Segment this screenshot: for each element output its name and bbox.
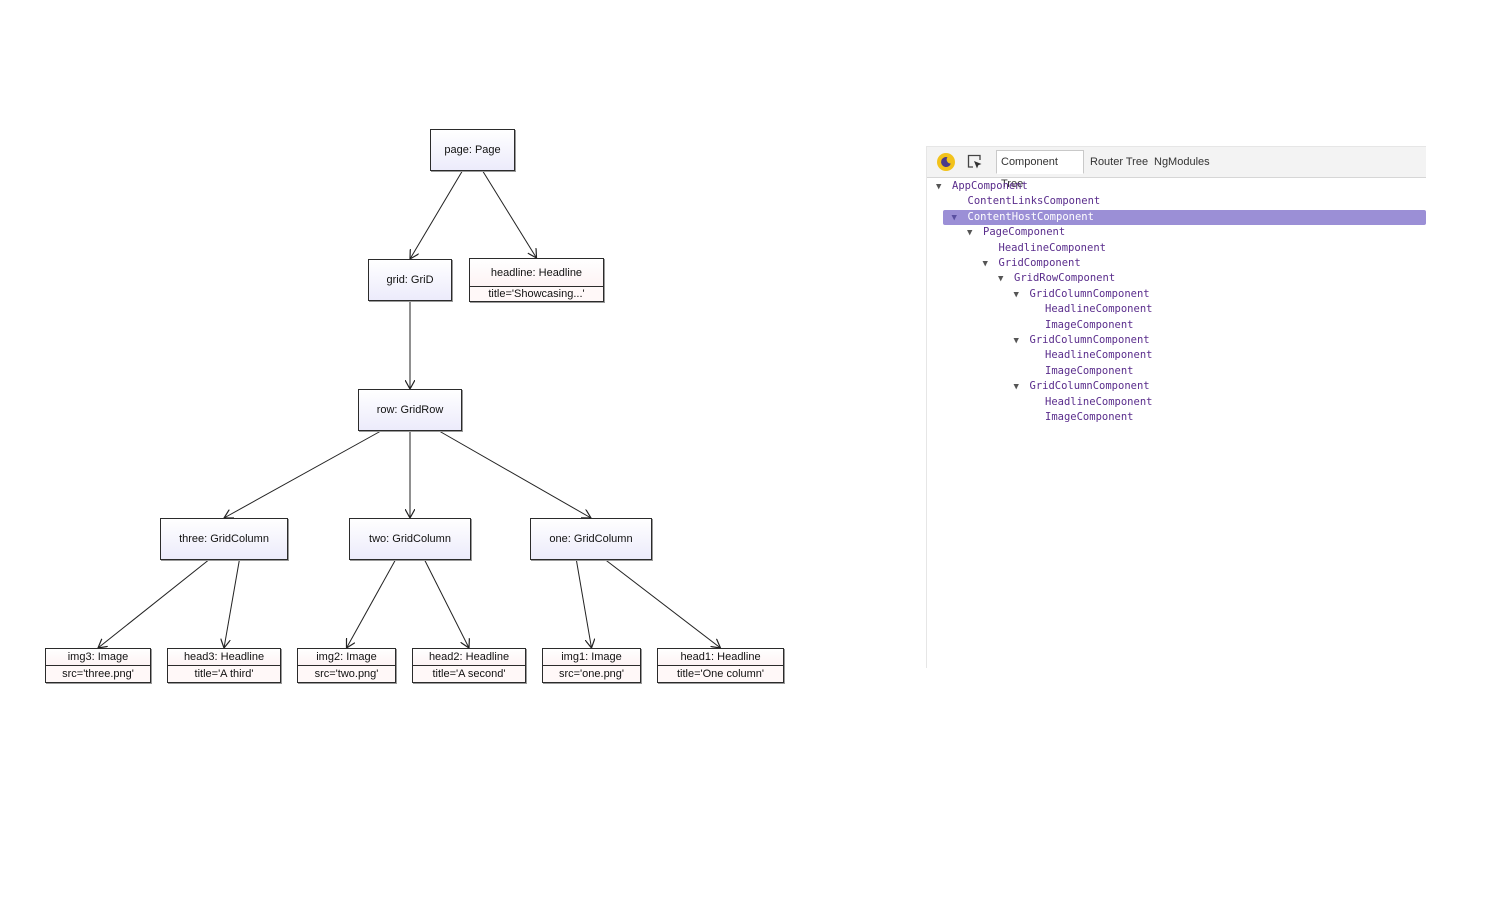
expand-triangle-icon[interactable]: ▼ <box>936 182 942 192</box>
node-title: grid: GriD <box>386 274 434 286</box>
node-headline: headline: Headline title='Showcasing...' <box>469 258 604 302</box>
edge-two-head2 <box>424 559 469 648</box>
node-head1: head1: Headline title='One column' <box>657 648 784 683</box>
tree-item-label: HeadlineComponent <box>1045 349 1153 362</box>
tree-item[interactable]: ImageComponent <box>927 410 1134 425</box>
tree-item-label: ContentLinksComponent <box>967 195 1101 208</box>
tree-item[interactable]: ImageComponent <box>927 364 1134 379</box>
tree-item[interactable]: ▼ GridColumnComponent <box>927 287 1150 302</box>
edge-three-img3 <box>98 559 209 648</box>
tree-item[interactable]: ▼ AppComponent <box>927 179 1028 194</box>
tab-router-tree[interactable]: Router Tree <box>1090 156 1149 168</box>
expand-triangle-icon[interactable]: ▼ <box>1013 289 1019 300</box>
node-title: img3: Image <box>46 649 150 665</box>
tree-item[interactable]: ▼ GridRowComponent <box>927 271 1115 286</box>
expand-triangle-icon[interactable]: ▼ <box>982 259 988 269</box>
tree-item-label: GridColumnComponent <box>1029 334 1150 346</box>
tab-component-tree[interactable]: Component Tree <box>996 150 1084 190</box>
edge-row-one <box>438 430 591 518</box>
tree-item[interactable]: HeadlineComponent <box>927 395 1152 410</box>
tree-item[interactable]: ImageComponent <box>927 318 1134 333</box>
node-head3: head3: Headline title='A third' <box>167 648 281 683</box>
devtools-toolbar: Component Tree Router Tree NgModules <box>927 146 1426 190</box>
node-title: page: Page <box>444 144 501 156</box>
expand-triangle-icon[interactable]: ▼ <box>998 274 1004 285</box>
expand-triangle-icon[interactable]: ▼ <box>1013 382 1019 393</box>
tree-item[interactable]: ▼ GridColumnComponent <box>927 379 1150 394</box>
node-title: one: GridColumn <box>549 533 633 545</box>
tree-item[interactable]: HeadlineComponent <box>927 302 1152 317</box>
tree-item[interactable]: ContentLinksComponent <box>927 194 1101 209</box>
edge-one-img1 <box>575 559 591 648</box>
tree-item[interactable]: ▼ GridComponent <box>927 256 1081 271</box>
node-page: page: Page <box>430 129 515 171</box>
node-attribute: title='A second' <box>413 665 525 682</box>
tree-item-label: AppComponent <box>952 180 1028 192</box>
node-title: img2: Image <box>298 649 395 665</box>
node-attribute: title='Showcasing...' <box>470 286 603 301</box>
edge-page-grid <box>410 170 463 259</box>
tree-item[interactable]: ▼ ContentHostComponent <box>943 209 1426 225</box>
tree-item-label: HeadlineComponent <box>1045 303 1153 316</box>
tree-item-label: HeadlineComponent <box>1045 395 1153 408</box>
edge-page-headline <box>482 170 537 258</box>
expand-triangle-icon[interactable]: ▼ <box>951 212 957 223</box>
element-picker-icon[interactable] <box>965 152 985 172</box>
tree-item-label: GridComponent <box>998 257 1081 269</box>
node-row: row: GridRow <box>358 389 462 431</box>
tree-item-label: PageComponent <box>983 226 1066 239</box>
node-grid: grid: GriD <box>368 259 452 301</box>
node-title: row: GridRow <box>376 404 444 416</box>
tree-item-label: GridColumnComponent <box>1029 380 1150 393</box>
node-attribute: src='one.png' <box>543 665 640 682</box>
tab-ngmodules[interactable]: NgModules <box>1154 156 1210 168</box>
tree-item-label: ContentHostComponent <box>967 210 1094 223</box>
expand-triangle-icon[interactable]: ▼ <box>967 228 973 239</box>
node-title: head1: Headline <box>658 649 783 665</box>
moon-theme-icon[interactable] <box>936 152 956 172</box>
node-img2: img2: Image src='two.png' <box>297 648 396 683</box>
expand-triangle-icon[interactable]: ▼ <box>1013 336 1019 346</box>
node-attribute: src='three.png' <box>46 665 150 682</box>
node-title: two: GridColumn <box>369 533 451 545</box>
tree-item[interactable]: ▼ GridColumnComponent <box>927 333 1150 348</box>
node-title: img1: Image <box>543 649 640 665</box>
node-head2: head2: Headline title='A second' <box>412 648 526 683</box>
diagram-edges <box>0 170 900 900</box>
node-title: headline: Headline <box>470 259 603 287</box>
node-img3: img3: Image src='three.png' <box>45 648 151 683</box>
node-attribute: title='A third' <box>168 665 280 682</box>
node-one: one: GridColumn <box>530 518 652 560</box>
edge-three-head3 <box>224 559 240 648</box>
node-attribute: title='One column' <box>658 665 783 682</box>
tree-item[interactable]: HeadlineComponent <box>927 348 1152 363</box>
node-title: three: GridColumn <box>179 533 269 545</box>
devtools-panel: Component Tree Router Tree NgModules ▼ Ap… <box>926 146 1426 668</box>
tree-item[interactable]: ▼ PageComponent <box>927 225 1065 240</box>
node-title: head3: Headline <box>168 649 280 665</box>
tree-item[interactable]: HeadlineComponent <box>927 241 1106 256</box>
node-attribute: src='two.png' <box>298 665 395 682</box>
edge-row-three <box>224 430 382 518</box>
node-two: two: GridColumn <box>349 518 471 560</box>
tree-item-label: GridRowComponent <box>1014 272 1116 285</box>
tree-item-label: ImageComponent <box>1045 364 1134 377</box>
edge-one-head1 <box>605 559 721 648</box>
tree-item-label: HeadlineComponent <box>998 241 1106 254</box>
tree-item-label: ImageComponent <box>1045 411 1134 423</box>
tree-item-label: GridColumnComponent <box>1029 287 1150 300</box>
node-img1: img1: Image src='one.png' <box>542 648 641 683</box>
node-three: three: GridColumn <box>160 518 288 560</box>
edge-two-img2 <box>347 559 396 648</box>
node-title: head2: Headline <box>413 649 525 665</box>
tree-item-label: ImageComponent <box>1045 318 1134 331</box>
